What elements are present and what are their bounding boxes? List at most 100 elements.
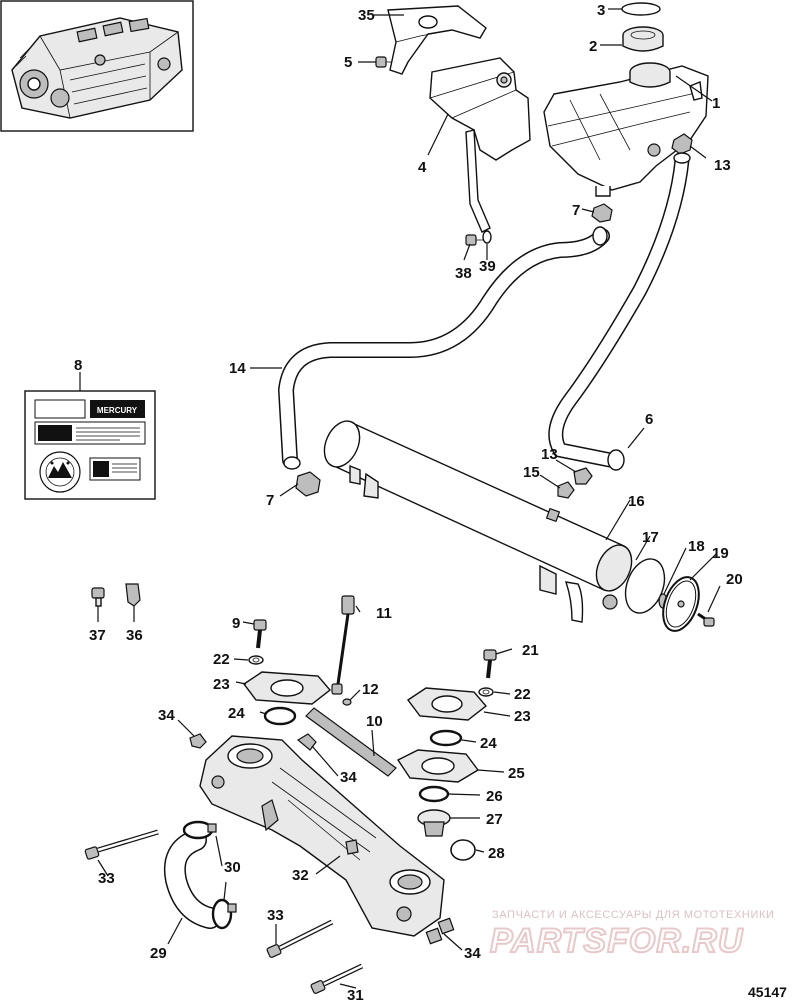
bolt-33-bottom (266, 919, 334, 958)
callout-32: 32 (292, 867, 309, 884)
callout-4: 4 (418, 159, 427, 176)
callout-30: 30 (224, 859, 241, 876)
plug-34-top (296, 733, 317, 751)
callout-5: 5 (344, 54, 352, 71)
callout-29: 29 (150, 945, 167, 962)
gasket-26 (418, 785, 450, 803)
hose-6 (548, 152, 691, 471)
callout-24-left: 24 (228, 705, 245, 722)
callout-31: 31 (347, 987, 364, 1003)
callout-36: 36 (126, 627, 143, 644)
callout-33-bottom: 33 (267, 907, 284, 924)
fitting-15-13 (557, 467, 593, 499)
reservoir-cap-2 (622, 26, 664, 52)
callout-28: 28 (488, 845, 505, 862)
callout-19: 19 (712, 545, 729, 562)
callouts: 35 3 2 1 5 4 13 7 38 39 14 8 6 13 15 7 1… (74, 2, 743, 1003)
callout-26: 26 (486, 788, 503, 805)
callout-2: 2 (589, 38, 597, 55)
gasket-24-right (429, 729, 463, 747)
callout-20: 20 (726, 571, 743, 588)
callout-13-mid: 13 (541, 446, 558, 463)
callout-14: 14 (229, 360, 246, 377)
watermark: ЗАПЧАСТИ И АКСЕССУАРЫ ДЛЯ МОТОТЕХНИКИ PA… (489, 909, 774, 961)
callout-8: 8 (74, 357, 82, 374)
thermostat-27 (417, 809, 451, 837)
callout-17: 17 (642, 529, 659, 546)
callout-21: 21 (522, 642, 539, 659)
callout-15: 15 (523, 464, 540, 481)
plate-23-left (242, 671, 332, 705)
callout-33-left: 33 (98, 870, 115, 887)
o-ring-28 (450, 839, 476, 861)
callout-16: 16 (628, 493, 645, 510)
bolt-21 (483, 649, 497, 679)
callout-11: 11 (376, 605, 392, 622)
strip-10 (305, 707, 397, 777)
callout-27: 27 (486, 811, 503, 828)
washer-22-right (478, 687, 494, 697)
plate-25 (396, 749, 480, 783)
gasket-24-left (263, 706, 297, 726)
clip-36 (125, 583, 141, 607)
clamp-7-top (591, 203, 613, 223)
decal-sheet: MERCURY (24, 390, 156, 500)
bolt-31 (310, 963, 364, 994)
watermark-tagline: ЗАПЧАСТИ И АКСЕССУАРЫ ДЛЯ МОТОТЕХНИКИ (492, 909, 774, 921)
clamp-30-upper (182, 820, 217, 840)
callout-7-top: 7 (572, 202, 580, 219)
callout-9: 9 (232, 615, 240, 632)
document-number: 45147 (748, 984, 787, 1000)
coolant-reservoir (543, 62, 709, 197)
engine-block-icon (11, 17, 183, 119)
callout-24-right: 24 (480, 735, 497, 752)
callout-35: 35 (358, 7, 375, 24)
callout-6: 6 (645, 411, 653, 428)
decal-brand-text: MERCURY (97, 406, 138, 415)
callout-25: 25 (508, 765, 525, 782)
callout-23-left: 23 (213, 676, 230, 693)
callout-3: 3 (597, 2, 605, 19)
callout-34-mid: 34 (340, 769, 357, 786)
manifold-32 (199, 735, 445, 937)
callout-1: 1 (712, 95, 720, 112)
callout-18: 18 (688, 538, 705, 555)
callout-22-left: 22 (213, 651, 230, 668)
leader-lines (79, 8, 721, 989)
cap-seal-3 (621, 2, 661, 16)
plate-23-right (406, 687, 488, 721)
callout-34-bottom: 34 (464, 945, 481, 962)
clamp-13-top (671, 133, 693, 155)
gasket-17 (624, 558, 666, 614)
end-cap-19 (662, 576, 700, 632)
nut-34-left (189, 733, 207, 749)
hose-14 (277, 226, 610, 470)
hose-29 (164, 829, 221, 929)
bolt-9 (253, 619, 267, 649)
bolt-37 (91, 587, 105, 607)
washer-12 (342, 698, 352, 706)
bolt-5 (375, 56, 392, 68)
support-bracket-4 (429, 57, 531, 233)
callout-12: 12 (362, 681, 379, 698)
heat-exchanger-16 (323, 420, 633, 623)
screw-20 (697, 612, 715, 627)
callout-10: 10 (366, 713, 383, 730)
emission-seal-icon (39, 451, 81, 493)
callout-23-right: 23 (514, 708, 531, 725)
clamp-7-lower (295, 471, 321, 497)
mounting-bracket-35 (387, 5, 487, 75)
callout-38: 38 (455, 265, 472, 282)
temp-sensor-11 (331, 595, 355, 695)
bolt-33-left (84, 829, 159, 860)
washer-22-left (248, 655, 264, 665)
callout-22-right: 22 (514, 686, 531, 703)
callout-7-lower: 7 (266, 492, 274, 509)
callout-37: 37 (89, 627, 106, 644)
callout-34-left: 34 (158, 707, 175, 724)
watermark-logo: PARTSFOR.RU (490, 922, 744, 960)
callout-13-top: 13 (714, 157, 731, 174)
clamp-30-lower (211, 898, 237, 930)
plugs-34-bottom (425, 917, 455, 945)
